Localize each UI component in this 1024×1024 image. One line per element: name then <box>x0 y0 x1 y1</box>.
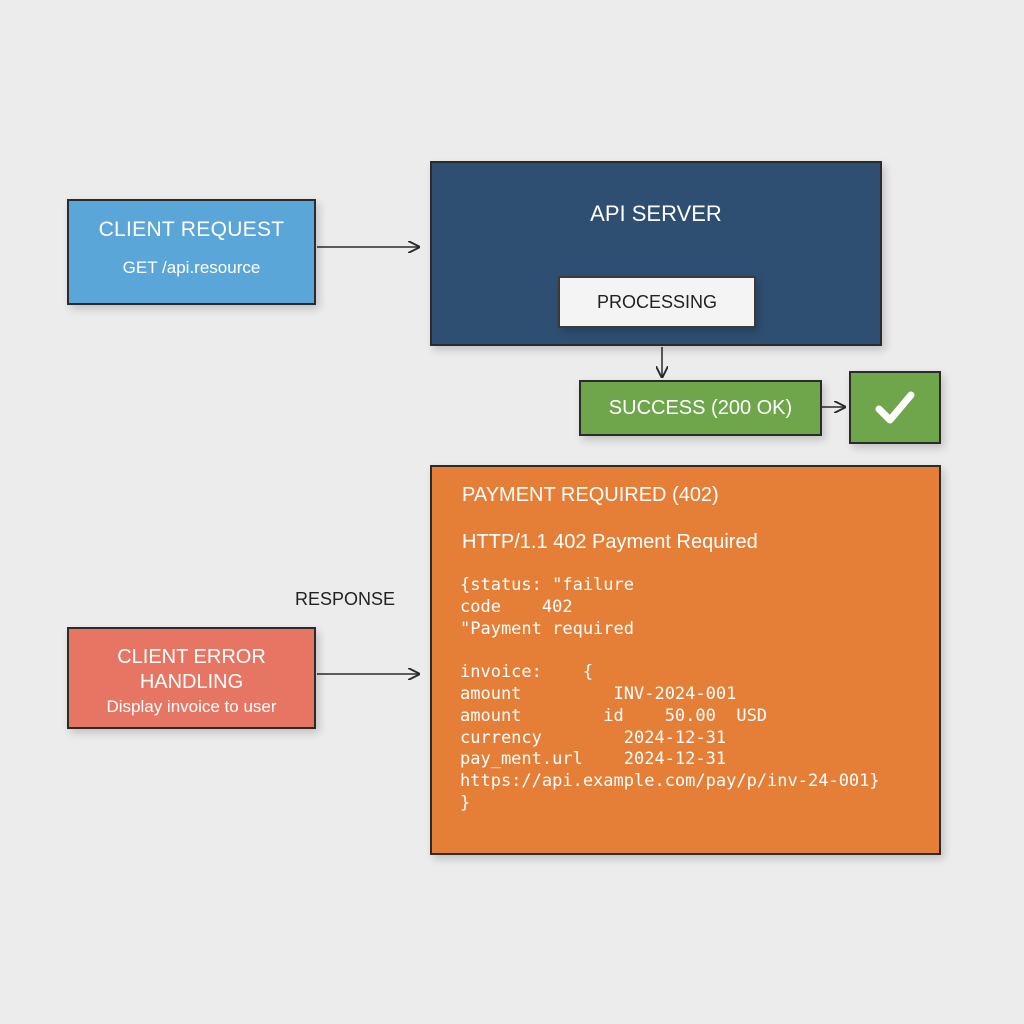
payment-required-title: PAYMENT REQUIRED (402) <box>462 484 719 506</box>
body-line: {status: "failure <box>460 575 634 595</box>
body-line: ​ <box>460 640 880 662</box>
success-check-box <box>849 371 941 444</box>
client-error-box: CLIENT ERROR HANDLING Display invoice to… <box>67 627 316 729</box>
check-icon <box>875 391 915 423</box>
body-line: https://api.example.com/pay/p/inv-24-001… <box>460 771 880 792</box>
response-label: RESPONSE <box>295 589 396 609</box>
body-line: currency 2024-12-31 <box>460 727 727 748</box>
body-line: pay_ment.url 2024-12-31 <box>460 749 727 770</box>
client-request-title: CLIENT REQUEST <box>98 218 285 241</box>
api-server-title: API SERVER <box>590 201 722 226</box>
body-line: "Payment required <box>460 618 634 639</box>
client-request-box: CLIENT REQUEST GET /api.resource <box>67 199 316 305</box>
body-line: invoice: { <box>460 662 594 683</box>
client-error-subtitle: Display invoice to user <box>106 697 277 716</box>
body-line: } <box>460 792 471 813</box>
client-error-title: CLIENT ERROR HANDLING <box>117 646 266 693</box>
http-status-line: HTTP/1.1 402 Payment Required <box>462 531 758 553</box>
client-request-subtitle: GET /api.resource <box>122 258 261 277</box>
success-box: SUCCESS (200 OK) <box>579 380 822 436</box>
processing-box: PROCESSING <box>558 276 756 328</box>
body-line: amount INV-2024-001 <box>460 683 737 704</box>
body-line: amount id 50.00 USD <box>460 705 768 726</box>
body-line: code 402 <box>460 596 573 617</box>
payment-required-box: PAYMENT REQUIRED (402) HTTP/1.1 402 Paym… <box>430 465 941 855</box>
